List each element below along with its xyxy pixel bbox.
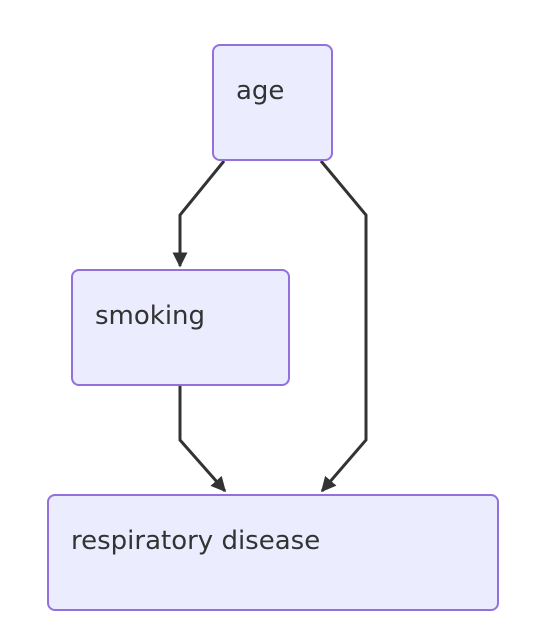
- node-respiratory-disease[interactable]: respiratory disease: [47, 494, 499, 611]
- edge-age-to-smoking: [172, 160, 226, 268]
- node-smoking[interactable]: smoking: [71, 269, 290, 386]
- node-respiratory-disease-label: respiratory disease: [71, 526, 321, 556]
- edge-smoking-to-respiratory-disease: [178, 386, 227, 493]
- node-smoking-label: smoking: [95, 301, 206, 331]
- node-age-label: age: [236, 76, 285, 106]
- node-age[interactable]: age: [212, 44, 333, 161]
- edge-age-to-respiratory-disease: [319, 160, 368, 493]
